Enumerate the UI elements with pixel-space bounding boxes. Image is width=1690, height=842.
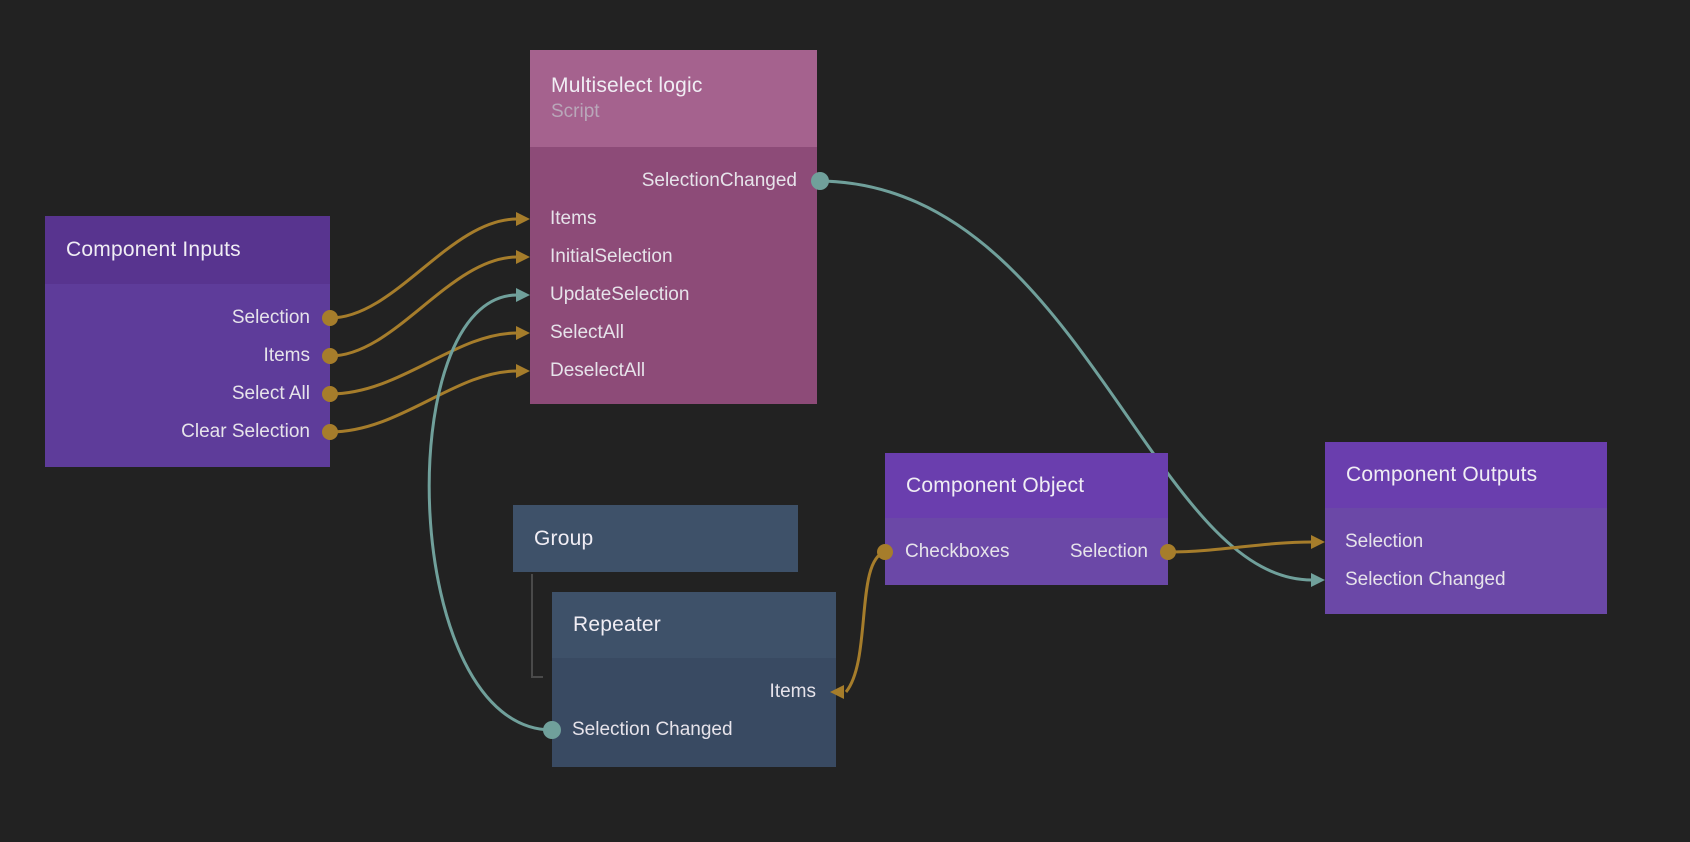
node-header[interactable]: Component Outputs <box>1325 442 1607 508</box>
port-label: SelectionChanged <box>641 170 797 191</box>
port-label: Selection Changed <box>572 719 733 740</box>
port-label: Selection Changed <box>1345 569 1506 590</box>
port-row-initialselection[interactable]: InitialSelection <box>530 238 817 276</box>
node-title: Repeater <box>573 613 661 636</box>
port-label: Selection <box>231 307 310 328</box>
node-title: Component Inputs <box>66 238 241 261</box>
wire-selection-to-items[interactable] <box>329 217 518 320</box>
port-label: Select All <box>231 383 310 404</box>
port-row-checkboxes-selection[interactable]: Checkboxes Selection <box>885 533 1168 571</box>
wire-checkboxes-to-repeater-items[interactable] <box>844 550 886 693</box>
node-header[interactable]: Component Inputs <box>45 216 330 284</box>
node-subtitle: Script <box>551 101 600 122</box>
node-header[interactable]: Group <box>513 505 798 572</box>
port-label: InitialSelection <box>550 246 673 267</box>
port-row-selectionchanged[interactable]: SelectionChanged <box>530 162 817 200</box>
port-row-selection[interactable]: Selection <box>1325 523 1607 561</box>
port-arrow-multiselect-updateselection[interactable] <box>516 288 530 302</box>
port-arrow-multiselect-selectall[interactable] <box>516 326 530 340</box>
port-row-updateselection[interactable]: UpdateSelection <box>530 276 817 314</box>
port-label: Selection <box>1345 531 1424 552</box>
node-component-inputs[interactable]: Component Inputs Selection Items Select … <box>45 216 330 467</box>
node-header[interactable]: Multiselect logic Script <box>530 50 817 147</box>
node-component-object[interactable]: Component Object Checkboxes Selection <box>885 453 1168 585</box>
port-row-selection-changed[interactable]: Selection Changed <box>552 711 836 749</box>
port-arrow-multiselect-deselectall[interactable] <box>516 364 530 378</box>
node-title: Multiselect logic <box>551 74 703 97</box>
port-row-items[interactable]: Items <box>45 337 330 375</box>
port-label: DeselectAll <box>550 360 646 381</box>
node-title: Group <box>534 526 594 550</box>
hierarchy-connector-line <box>531 574 543 678</box>
port-label: Items <box>550 208 597 229</box>
port-label: UpdateSelection <box>550 284 690 305</box>
wire-object-selection-to-outputs-selection[interactable] <box>1167 540 1313 554</box>
node-component-outputs[interactable]: Component Outputs Selection Selection Ch… <box>1325 442 1607 614</box>
wire-clearselection-to-deselectall[interactable] <box>329 369 518 434</box>
port-label: Items <box>769 681 816 702</box>
port-label-checkboxes: Checkboxes <box>905 541 1010 562</box>
node-header[interactable]: Repeater <box>552 592 836 658</box>
port-arrow-outputs-selection-changed[interactable] <box>1311 573 1325 587</box>
port-row-select-all[interactable]: Select All <box>45 375 330 413</box>
node-group[interactable]: Group <box>513 505 798 572</box>
port-label: Clear Selection <box>181 421 310 442</box>
port-row-items[interactable]: Items <box>552 673 836 711</box>
port-label: Items <box>263 345 310 366</box>
node-title: Component Object <box>906 473 1085 497</box>
node-repeater[interactable]: Repeater Items Selection Changed <box>552 592 836 767</box>
port-label: SelectAll <box>550 322 624 343</box>
port-row-items[interactable]: Items <box>530 200 817 238</box>
port-arrow-multiselect-items[interactable] <box>516 212 530 226</box>
port-row-selectall[interactable]: SelectAll <box>530 314 817 352</box>
port-label-selection: Selection <box>1069 541 1148 562</box>
port-row-selection-changed[interactable]: Selection Changed <box>1325 561 1607 599</box>
node-multiselect-logic[interactable]: Multiselect logic Script SelectionChange… <box>530 50 817 404</box>
port-row-deselectall[interactable]: DeselectAll <box>530 352 817 390</box>
node-title: Component Outputs <box>1346 463 1538 486</box>
port-row-selection[interactable]: Selection <box>45 299 330 337</box>
wire-items-to-initialselection[interactable] <box>329 255 518 358</box>
node-header[interactable]: Component Object <box>885 453 1168 518</box>
port-arrow-multiselect-initialselection[interactable] <box>516 250 530 264</box>
port-arrow-outputs-selection[interactable] <box>1311 535 1325 549</box>
port-row-clear-selection[interactable]: Clear Selection <box>45 413 330 451</box>
wire-selectall-to-selectall[interactable] <box>329 331 518 396</box>
